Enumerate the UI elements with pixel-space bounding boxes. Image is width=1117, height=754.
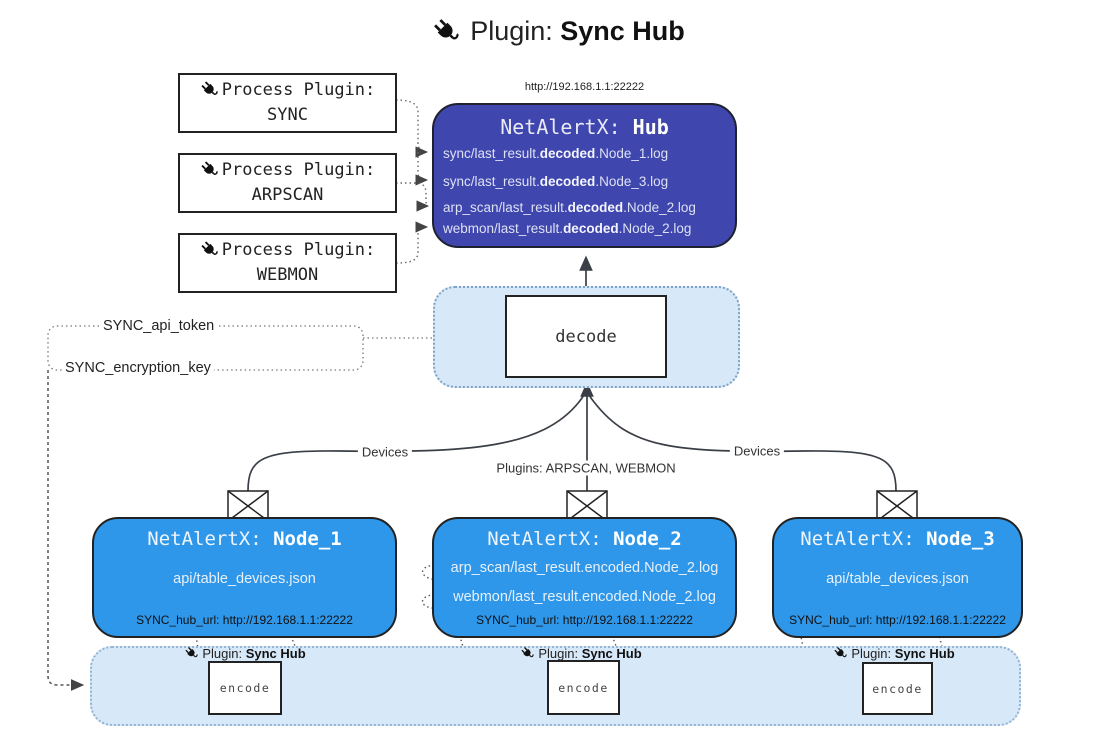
plug-icon bbox=[199, 80, 219, 100]
node-2-box: NetAlertX: Node_2 arp_scan/last_result.e… bbox=[432, 517, 737, 638]
process-plugin-label: Process Plugin: bbox=[221, 239, 376, 260]
sync-api-token-label: SYNC_api_token bbox=[100, 318, 218, 334]
encode-box-1: encode bbox=[208, 661, 282, 715]
hub-title-bold: Hub bbox=[632, 115, 669, 139]
hub-box: NetAlertX: Hub sync/last_result.decoded.… bbox=[432, 103, 737, 248]
encode-box-2: encode bbox=[547, 660, 620, 715]
node-3-box: NetAlertX: Node_3 api/table_devices.json… bbox=[772, 517, 1023, 638]
plug-icon bbox=[833, 646, 848, 661]
encoder-label-3: Plugin: Sync Hub bbox=[833, 646, 955, 661]
encoder-label-2: Plugin: Sync Hub bbox=[520, 646, 642, 661]
hub-log-line: arp_scan/last_result.decoded.Node_2.log bbox=[443, 200, 696, 215]
node-file: api/table_devices.json bbox=[173, 571, 316, 587]
plug-icon bbox=[520, 646, 535, 661]
sync-encryption-key-label: SYNC_encryption_key bbox=[62, 360, 214, 376]
process-plugin-name: ARPSCAN bbox=[251, 185, 324, 205]
node-hub-url: SYNC_hub_url: http://192.168.1.1:22222 bbox=[789, 613, 1006, 627]
hub-url-label: http://192.168.1.1:22222 bbox=[524, 81, 645, 93]
edge-webmon-to-hub bbox=[395, 221, 429, 264]
page-title: Plugin: Sync Hub bbox=[0, 16, 1117, 47]
edge-sync-to-hub-line2 bbox=[415, 152, 429, 186]
edge-node1-to-decode bbox=[247, 389, 587, 492]
decode-box: decode bbox=[505, 295, 667, 378]
node-title: NetAlertX: Node_3 bbox=[800, 528, 995, 550]
hub-log-line: sync/last_result.decoded.Node_3.log bbox=[443, 174, 669, 189]
page-title-prefix: Plugin: bbox=[470, 16, 561, 46]
encoder-label-1: Plugin: Sync Hub bbox=[184, 646, 306, 661]
edge-secrets-to-band bbox=[47, 370, 85, 691]
node-hub-url: SYNC_hub_url: http://192.168.1.1:22222 bbox=[136, 613, 353, 627]
edge-node3-to-decode bbox=[586, 389, 897, 492]
node-file: webmon/last_result.encoded.Node_2.log bbox=[453, 589, 716, 605]
process-plugin-label: Process Plugin: bbox=[221, 159, 376, 180]
hub-title: NetAlertX: Hub bbox=[434, 115, 735, 139]
process-plugin-arpscan: Process Plugin: ARPSCAN bbox=[178, 153, 397, 213]
page-title-bold: Sync Hub bbox=[560, 16, 685, 46]
edge-label-plugins: Plugins: ARPSCAN, WEBMON bbox=[492, 460, 680, 476]
plug-icon bbox=[199, 160, 219, 180]
hub-log-line: sync/last_result.decoded.Node_1.log bbox=[443, 146, 669, 161]
plug-icon bbox=[184, 646, 199, 661]
node-hub-url: SYNC_hub_url: http://192.168.1.1:22222 bbox=[476, 613, 693, 627]
process-plugin-sync: Process Plugin: SYNC bbox=[178, 73, 397, 133]
edge-label-devices-right: Devices bbox=[729, 443, 785, 459]
node-title: NetAlertX: Node_1 bbox=[147, 528, 342, 550]
node-file: arp_scan/last_result.encoded.Node_2.log bbox=[450, 560, 719, 576]
hub-log-line: webmon/last_result.decoded.Node_2.log bbox=[443, 221, 692, 236]
node-1-box: NetAlertX: Node_1 api/table_devices.json… bbox=[92, 517, 397, 638]
process-plugin-name: WEBMON bbox=[256, 265, 319, 285]
hub-title-prefix: NetAlertX: bbox=[500, 115, 633, 139]
edge-label-devices-left: Devices bbox=[357, 444, 413, 460]
plug-icon bbox=[199, 240, 219, 260]
plug-icon bbox=[432, 16, 461, 46]
encode-box-3: encode bbox=[862, 662, 933, 715]
process-plugin-webmon: Process Plugin: WEBMON bbox=[178, 233, 397, 293]
process-plugin-label: Process Plugin: bbox=[221, 79, 376, 100]
edge-sync-to-hub-line1 bbox=[395, 99, 429, 158]
process-plugin-name: SYNC bbox=[267, 105, 308, 125]
node-title: NetAlertX: Node_2 bbox=[487, 528, 682, 550]
node-file: api/table_devices.json bbox=[826, 571, 969, 587]
edge-arpscan-to-hub bbox=[396, 182, 430, 212]
